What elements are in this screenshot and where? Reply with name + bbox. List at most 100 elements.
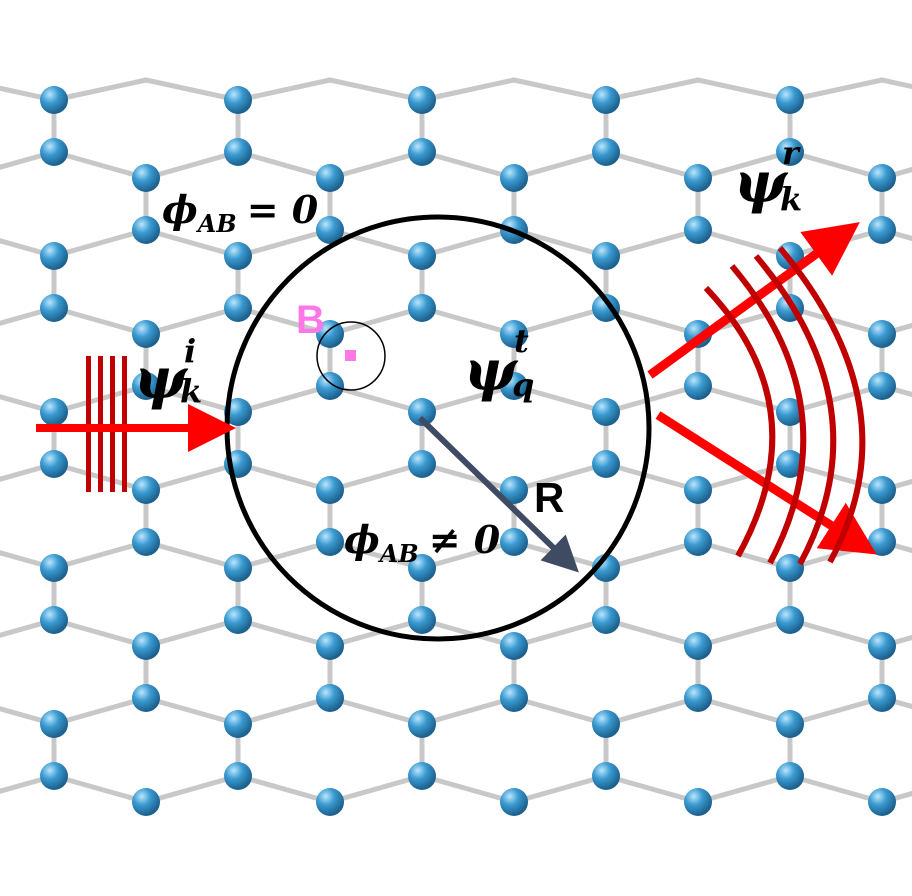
lattice-bond bbox=[143, 773, 241, 805]
lattice-bond bbox=[235, 695, 333, 727]
lattice-bond bbox=[0, 461, 57, 482]
lattice-bond bbox=[327, 539, 425, 571]
lattice-bond bbox=[603, 227, 701, 259]
lattice-atom bbox=[316, 216, 344, 244]
lattice-atom bbox=[500, 788, 528, 816]
svg-text:ψ: ψ bbox=[734, 150, 789, 216]
lattice-bond bbox=[235, 149, 333, 181]
lattice-bond bbox=[327, 149, 425, 181]
phi-zero-label: ϕAB= 0 bbox=[162, 187, 319, 238]
lattice-bond bbox=[419, 539, 517, 571]
lattice-bond bbox=[143, 305, 241, 337]
lattice-atom bbox=[776, 606, 804, 634]
lattice-atom bbox=[500, 320, 528, 348]
lattice-bond bbox=[603, 695, 701, 727]
lattice-atom bbox=[224, 710, 252, 738]
lattice-bond bbox=[51, 695, 149, 727]
lattice-bond bbox=[51, 149, 149, 181]
lattice-atom bbox=[684, 476, 712, 504]
lattice-bond bbox=[603, 461, 701, 493]
lattice-atom bbox=[592, 762, 620, 790]
scattered-wave-arrow-up bbox=[647, 222, 860, 379]
lattice-bond bbox=[695, 227, 793, 259]
lattice-bond bbox=[235, 383, 333, 415]
lattice-atom bbox=[500, 372, 528, 400]
lattice-atom bbox=[132, 372, 160, 400]
lattice-bond bbox=[879, 634, 912, 649]
lattice-atom bbox=[408, 606, 436, 634]
lattice-bond bbox=[511, 77, 609, 103]
lattice-bond bbox=[419, 383, 517, 415]
lattice-atom bbox=[592, 398, 620, 426]
lattice-atom bbox=[408, 242, 436, 270]
lattice-bond bbox=[787, 695, 885, 727]
lattice-bond bbox=[0, 394, 57, 415]
lattice-atom bbox=[500, 164, 528, 192]
lattice-bond bbox=[879, 383, 912, 398]
lattice-bond bbox=[235, 773, 333, 805]
svg-text:r: r bbox=[782, 134, 801, 172]
lattice-bond bbox=[603, 383, 701, 415]
lattice-atom bbox=[316, 476, 344, 504]
radius-arrow bbox=[417, 415, 579, 573]
lattice-bond bbox=[327, 227, 425, 259]
svg-text:k: k bbox=[180, 372, 202, 410]
lattice-atom bbox=[40, 294, 68, 322]
lattice-bond bbox=[879, 695, 912, 710]
lattice-atom bbox=[40, 242, 68, 270]
lattice-bond bbox=[787, 773, 885, 805]
svg-text:k: k bbox=[780, 180, 802, 218]
lattice-atom bbox=[132, 528, 160, 556]
lattice-atom bbox=[868, 320, 896, 348]
lattice-atom bbox=[408, 762, 436, 790]
lattice-bond bbox=[511, 305, 609, 337]
lattice-bond bbox=[51, 305, 149, 337]
lattice-atom bbox=[684, 528, 712, 556]
lattice-atom bbox=[776, 398, 804, 426]
lattice-atom bbox=[132, 476, 160, 504]
lattice-bond bbox=[879, 322, 912, 337]
lattice-bond bbox=[511, 149, 609, 181]
lattice-bond bbox=[695, 383, 793, 415]
lattice-atom bbox=[224, 242, 252, 270]
lattice-atom bbox=[684, 684, 712, 712]
lattice-bond bbox=[143, 695, 241, 727]
lattice-bond bbox=[143, 149, 241, 181]
lattice-atom bbox=[408, 86, 436, 114]
lattice-bond bbox=[143, 539, 241, 571]
lattice-atom bbox=[132, 164, 160, 192]
lattice-bond bbox=[787, 149, 885, 181]
lattice-atom bbox=[868, 684, 896, 712]
svg-text:ψ: ψ bbox=[464, 338, 519, 404]
lattice-atom bbox=[592, 242, 620, 270]
lattice-bond bbox=[787, 305, 885, 337]
lattice-bond bbox=[327, 695, 425, 727]
lattice-atom bbox=[868, 788, 896, 816]
lattice-atom bbox=[316, 164, 344, 192]
lattice-atom bbox=[684, 632, 712, 660]
lattice-atom bbox=[132, 788, 160, 816]
lattice-atom bbox=[316, 632, 344, 660]
phi-nonzero-label: ϕAB≠ 0 bbox=[344, 517, 501, 568]
lattice-atom bbox=[592, 606, 620, 634]
lattice-bond bbox=[0, 305, 57, 326]
lattice-atom bbox=[868, 164, 896, 192]
lattice-bond bbox=[51, 617, 149, 649]
lattice-bond bbox=[695, 77, 793, 103]
lattice-bond bbox=[0, 617, 57, 638]
lattice-atom bbox=[224, 294, 252, 322]
lattice-bond bbox=[419, 149, 517, 181]
lattice-bond bbox=[879, 478, 912, 493]
lattice-bond bbox=[235, 461, 333, 493]
lattice-bond bbox=[695, 695, 793, 727]
lattice-atom bbox=[40, 398, 68, 426]
lattice-bond bbox=[0, 550, 57, 571]
lattice-bond bbox=[51, 539, 149, 571]
scattering-region-circle bbox=[224, 214, 652, 642]
lattice-atom bbox=[316, 788, 344, 816]
lattice-bond bbox=[143, 227, 241, 259]
lattice-atom bbox=[132, 216, 160, 244]
lattice-bond bbox=[0, 706, 57, 727]
